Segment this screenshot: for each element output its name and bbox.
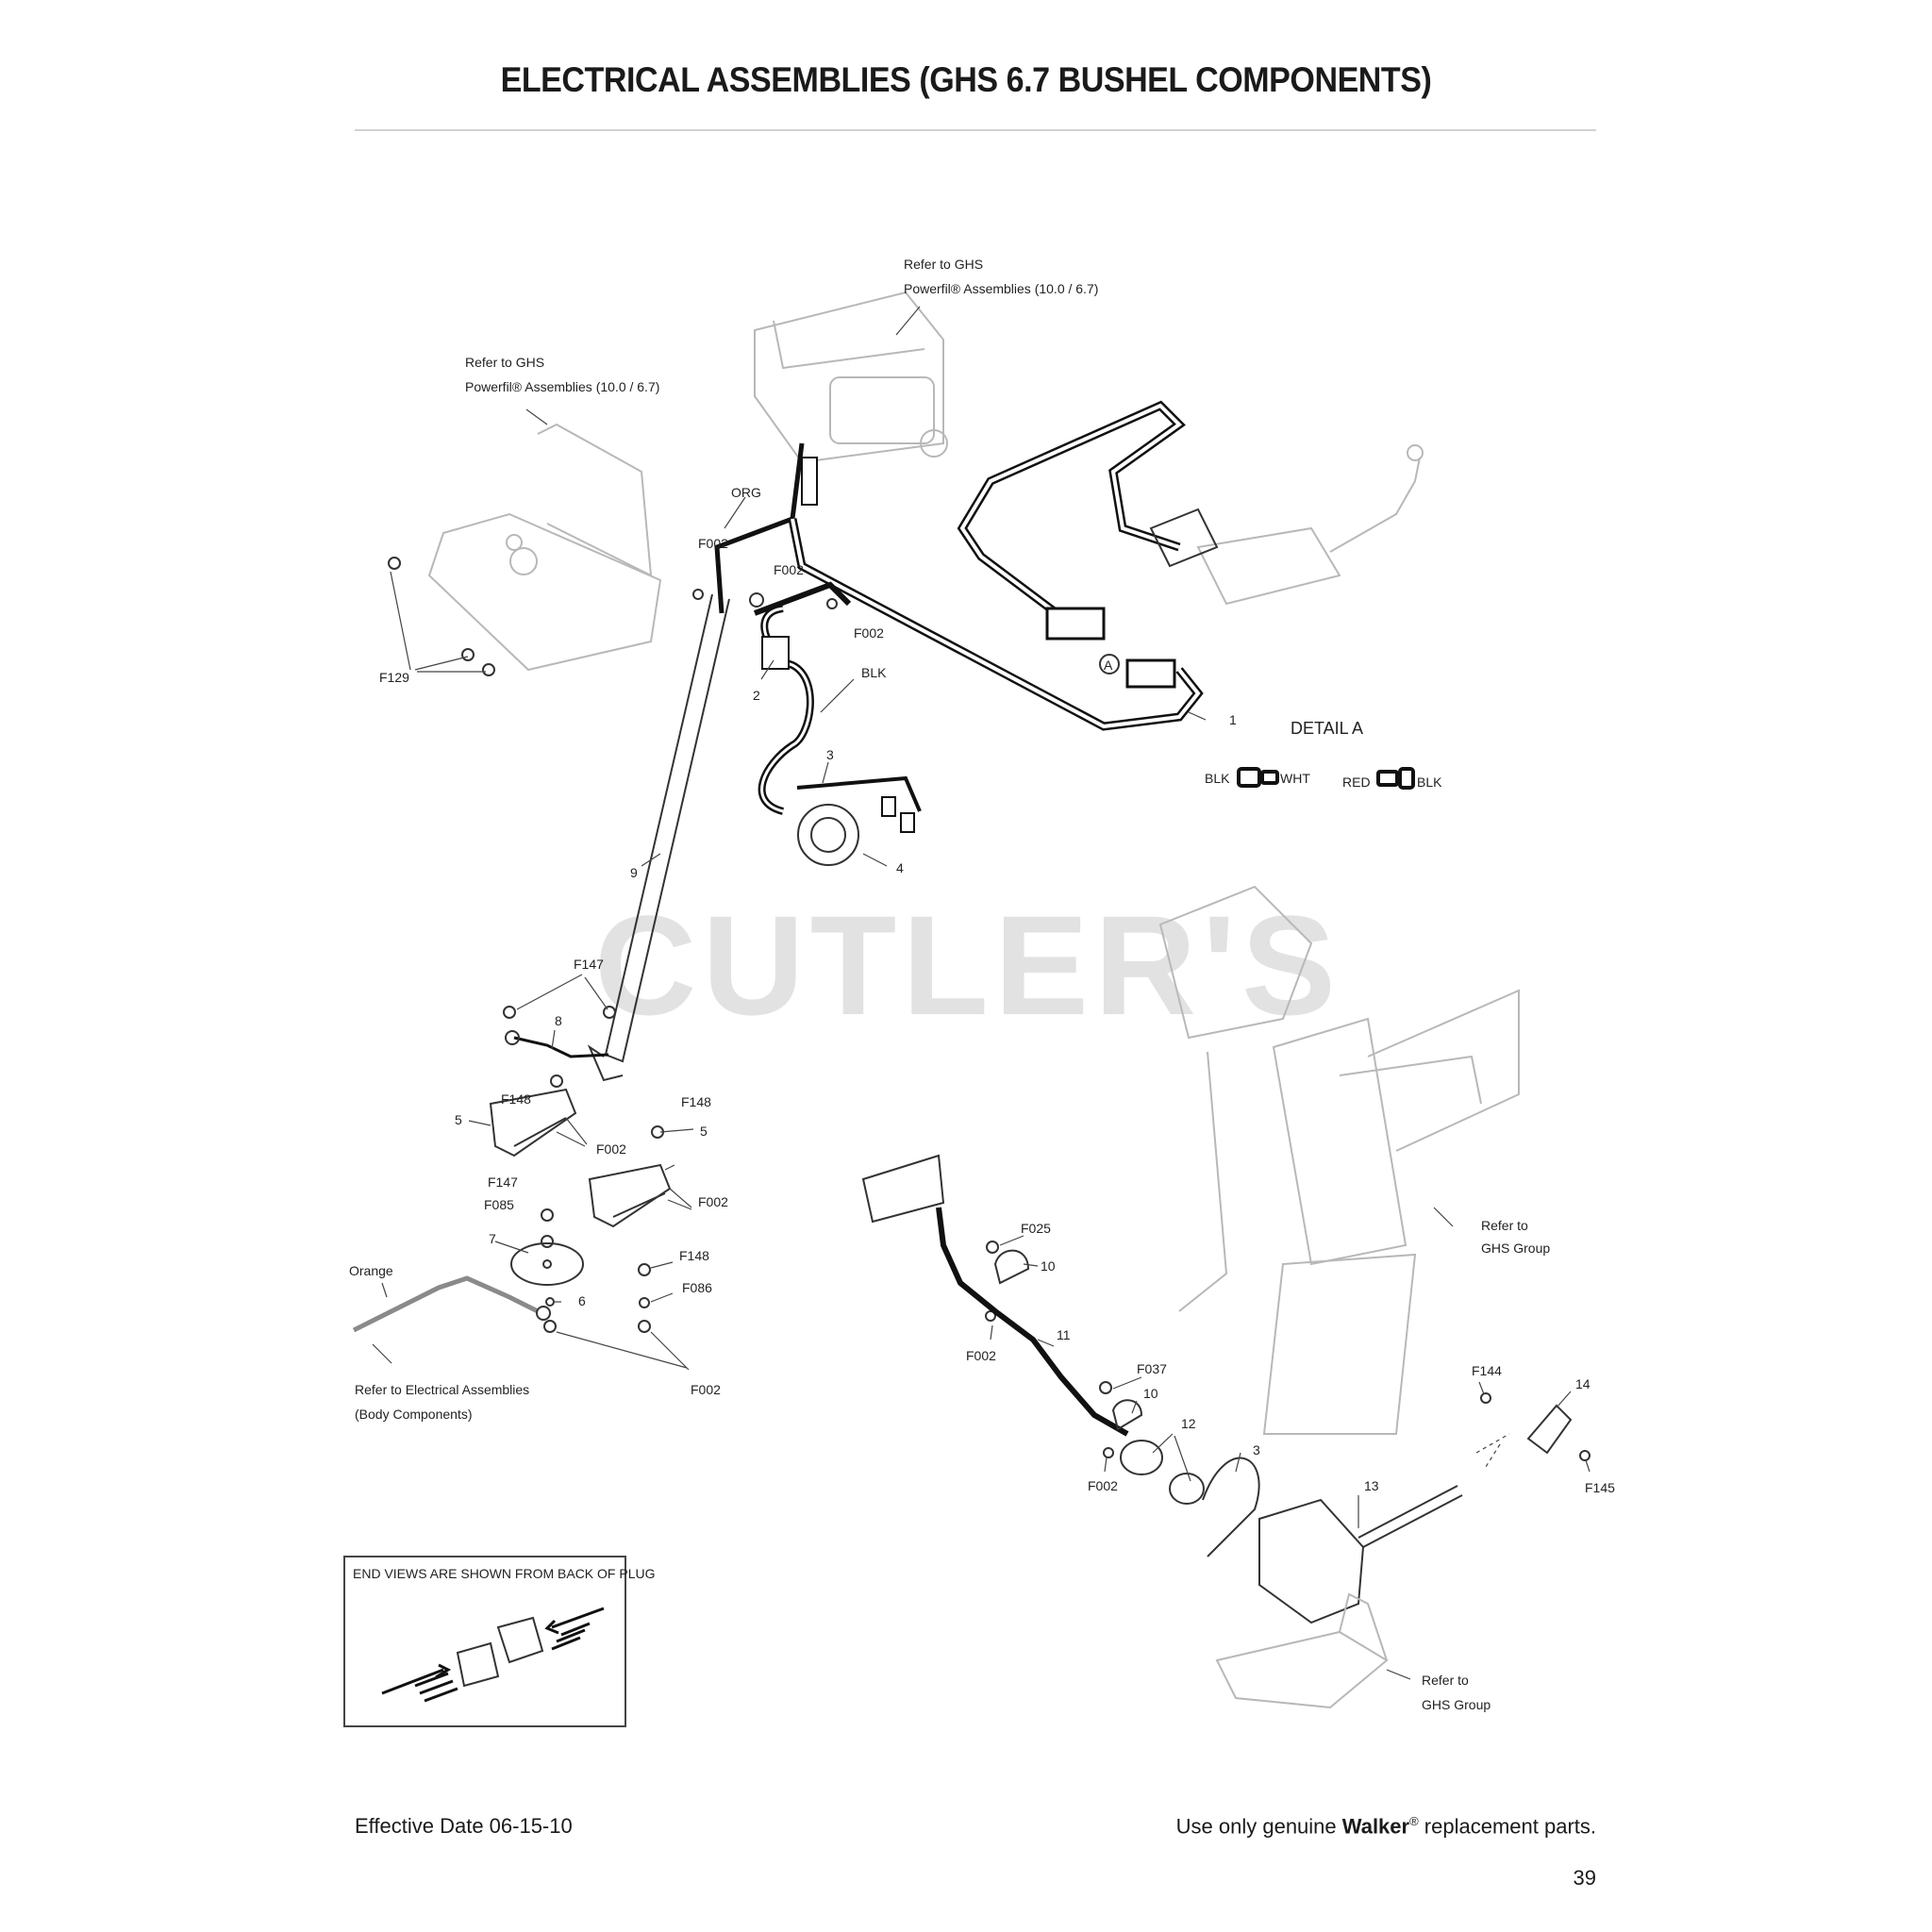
label-n6: 6 (578, 1293, 586, 1308)
bracket-right (588, 1163, 672, 1228)
label-n10-upper: 10 (1041, 1258, 1056, 1274)
adjust-knob (1526, 1404, 1573, 1455)
label-ref-ghs-group-mid-1: Refer to (1481, 1218, 1528, 1233)
label-ref-electrical-2: (Body Components) (355, 1407, 473, 1422)
label-n11: 11 (1057, 1327, 1071, 1342)
label-f129: F129 (379, 670, 409, 685)
genuine-parts-pre: Use only genuine (1175, 1814, 1342, 1839)
label-n12: 12 (1181, 1416, 1196, 1431)
title-divider (355, 129, 1596, 131)
label-f145: F145 (1585, 1480, 1615, 1495)
label-n4: 4 (896, 860, 904, 875)
label-n3-top: 3 (826, 747, 834, 762)
label-n7: 7 (489, 1231, 496, 1246)
label-n1: 1 (1229, 712, 1237, 727)
end-view-inset (343, 1556, 626, 1727)
ground-rod (587, 593, 730, 1082)
label-blk-wht-right: WHT (1280, 771, 1310, 786)
label-n13: 13 (1364, 1478, 1379, 1493)
detail-marker-a: A (1104, 658, 1113, 673)
label-f147-bottom: F147 (488, 1174, 518, 1190)
label-f037: F037 (1137, 1361, 1167, 1376)
label-f147-top: F147 (574, 957, 604, 972)
wiring-harness (714, 400, 1204, 731)
label-f002-b: F002 (774, 562, 804, 577)
label-n5-left: 5 (455, 1112, 462, 1127)
label-f002-h: F002 (1088, 1478, 1118, 1493)
label-ref-ghs-group-bottom-2: GHS Group (1422, 1697, 1491, 1712)
powerfil-motor-top (754, 291, 948, 464)
label-ref-electrical-1: Refer to Electrical Assemblies (355, 1382, 529, 1397)
label-blk: BLK (861, 665, 887, 680)
ground-wire (505, 1030, 609, 1058)
label-f144: F144 (1472, 1363, 1502, 1378)
lower-harness (861, 1154, 1129, 1437)
label-n2: 2 (753, 688, 760, 703)
cable-tie (1202, 1457, 1260, 1557)
ref-powerfil-left-line2: Powerfil® Assemblies (10.0 / 6.7) (465, 379, 659, 394)
label-n8: 8 (555, 1013, 562, 1028)
genuine-parts-note: Use only genuine Walker® replacement par… (1176, 1814, 1596, 1839)
label-org: ORG (731, 485, 761, 500)
bulkhead-connector (1120, 1440, 1205, 1505)
page-title: ELECTRICAL ASSEMBLIES (GHS 6.7 BUSHEL CO… (500, 60, 1432, 99)
label-blk-wht-left: BLK (1205, 771, 1230, 786)
page-number: 39 (1573, 1866, 1596, 1890)
label-n14: 14 (1575, 1376, 1591, 1391)
label-n10-lower: 10 (1143, 1386, 1158, 1401)
ground-washer-plate (510, 1242, 584, 1286)
label-f148-c: F148 (679, 1248, 709, 1263)
label-detail-a: DETAIL A (1291, 719, 1363, 738)
ground-harness (753, 581, 852, 815)
ref-powerfil-top-line2: Powerfil® Assemblies (10.0 / 6.7) (904, 281, 1098, 296)
switch-assembly (796, 775, 922, 866)
effective-date: Effective Date 06-15-10 (355, 1814, 573, 1838)
label-n3-bottom: 3 (1253, 1442, 1260, 1457)
watermark-text: CUTLER'S (594, 886, 1341, 1044)
ref-powerfil-top-line1: Refer to GHS (904, 257, 983, 272)
label-ref-ghs-group-bottom-1: Refer to (1422, 1673, 1469, 1688)
label-f002-e: F002 (698, 1194, 728, 1209)
actuator-top-right (1149, 444, 1424, 606)
label-red-blk-left: RED (1342, 774, 1371, 790)
label-f025: F025 (1021, 1221, 1051, 1236)
leader-lines (372, 306, 1591, 1680)
label-f148-b: F148 (681, 1094, 711, 1109)
label-f085: F085 (484, 1197, 514, 1212)
ghs-bottom-bracket (1215, 1592, 1389, 1709)
label-f002-c: F002 (854, 625, 884, 641)
orange-wire (352, 1275, 551, 1333)
clamp-lower (1111, 1399, 1143, 1431)
label-f002-g: F002 (966, 1348, 996, 1363)
registered-mark: ® (1409, 1814, 1419, 1828)
label-n9: 9 (630, 865, 638, 880)
ref-powerfil-left-line1: Refer to GHS (465, 355, 544, 370)
brand-name: Walker (1341, 1814, 1410, 1839)
label-f148-a: F148 (501, 1091, 531, 1107)
clamp-upper (993, 1249, 1030, 1285)
label-ref-ghs-group-mid-2: GHS Group (1481, 1241, 1550, 1256)
label-orange: Orange (349, 1263, 393, 1278)
label-n5-right: 5 (700, 1124, 708, 1139)
fasteners (388, 557, 1591, 1461)
label-f086: F086 (682, 1280, 712, 1295)
ghs-chute-housing (1158, 885, 1520, 1435)
end-views-note: END VIEWS ARE SHOWN FROM BACK OF PLUG (353, 1566, 655, 1581)
detail-a-legend (1099, 654, 1415, 790)
label-red-blk-right: BLK (1417, 774, 1442, 790)
label-f002-f: F002 (691, 1382, 721, 1397)
powerfil-plate-left (427, 423, 662, 672)
label-f002-a: F002 (698, 536, 728, 551)
label-f002-d: F002 (596, 1141, 626, 1157)
callout-labels: Refer to GHS Powerfil® Assemblies (10.0 … (349, 257, 1615, 1712)
genuine-parts-post: replacement parts. (1418, 1814, 1596, 1839)
sensor-module (1258, 1485, 1463, 1624)
bracket-left (489, 1088, 577, 1158)
